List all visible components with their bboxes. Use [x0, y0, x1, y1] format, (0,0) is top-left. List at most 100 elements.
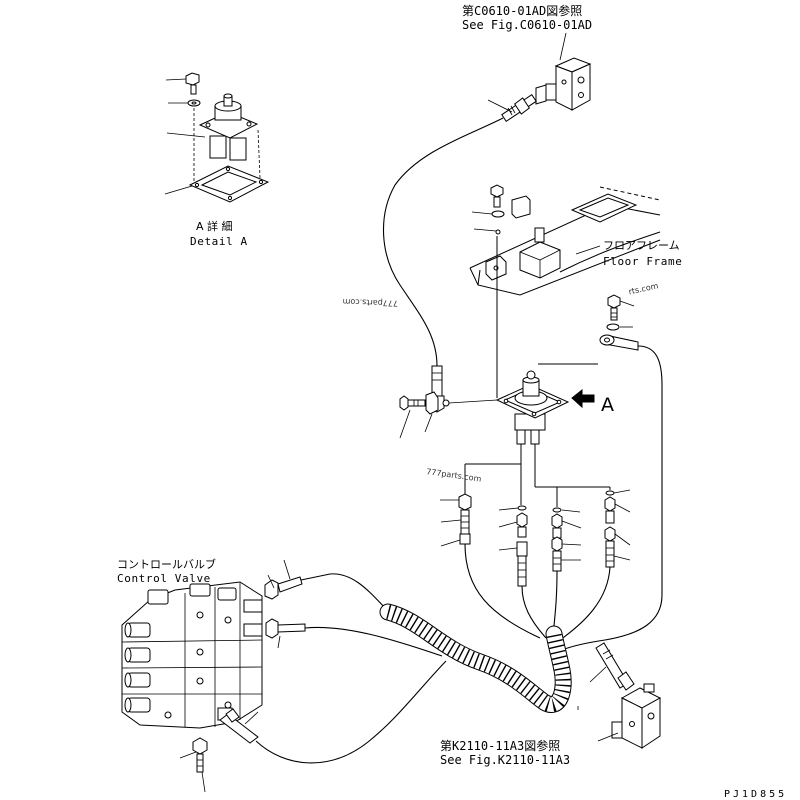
fitting-leader	[561, 520, 582, 529]
fitting-body	[517, 526, 527, 538]
pedal-bracket	[425, 391, 439, 415]
control-valve-fitting-4	[179, 737, 208, 793]
floor-frame-bolt-shank	[493, 196, 501, 208]
o-ring	[605, 490, 615, 496]
reference-bottom-leader	[597, 732, 619, 742]
fitting-nut	[192, 737, 208, 755]
watermark: 777parts.com	[342, 297, 398, 308]
fitting-leader	[267, 574, 275, 589]
detail-a-leader	[166, 132, 206, 138]
floor-frame-label-jp: フロアフレーム	[603, 239, 680, 252]
detail-a-port-block	[209, 135, 227, 159]
control-valve-hose-1	[300, 573, 391, 614]
valve-adapter	[611, 721, 623, 739]
top-valve-front-face	[555, 65, 573, 111]
control-valve-top-cap	[217, 587, 237, 601]
detail-a-bolt-shank	[190, 84, 197, 95]
hose-end-leader	[589, 666, 607, 683]
fitting-leader	[440, 519, 462, 523]
floor-frame: フロアフレーム Floor Frame	[469, 184, 682, 296]
pedal-bracket-leader	[424, 413, 433, 433]
floor-frame-hole	[495, 229, 501, 235]
fitting-leader	[498, 547, 518, 551]
floor-frame-contour	[559, 231, 661, 273]
valve-adapter	[643, 683, 655, 693]
right-hose	[561, 345, 663, 651]
fitting-crimp-line	[507, 107, 513, 116]
view-a-marker: A	[571, 388, 614, 416]
valve-port	[647, 712, 655, 720]
pedal-bolt-shank	[407, 399, 426, 407]
control-valve-label-jp: コントロールバルブ	[117, 557, 216, 571]
control-valve-top-cap	[147, 589, 169, 605]
fitting-nut	[225, 708, 240, 723]
fitting-tube	[277, 623, 306, 633]
pin-ring	[442, 399, 450, 407]
floor-frame-label-en: Floor Frame	[603, 255, 682, 268]
fitting-body	[605, 510, 615, 524]
control-valve-top-cap	[189, 583, 211, 597]
banjo-leader	[619, 300, 635, 307]
control-valve-spool-end	[124, 697, 132, 713]
control-valve-section-line	[121, 666, 263, 669]
fitting-body	[196, 753, 204, 773]
detail-a-center-line	[257, 129, 261, 179]
fitting-leader	[614, 503, 631, 513]
top-valve-side-face	[571, 63, 591, 111]
fitting-nut	[264, 579, 279, 600]
floor-frame-corner	[477, 269, 481, 286]
drawing-number: PJ1D855	[724, 789, 787, 800]
valve-side-face	[641, 697, 661, 749]
hose-nut	[604, 526, 616, 542]
top-valve-port	[578, 92, 584, 98]
fitting-leader	[244, 711, 259, 725]
floor-frame-label-leader	[575, 245, 601, 255]
floor-frame-bottom-edge	[469, 239, 661, 296]
pedal-valve-flange-hole	[531, 411, 537, 417]
fitting-elbow	[277, 576, 303, 593]
control-valve: コントロールバルブ Control Valve	[117, 557, 263, 729]
top-hose-leader	[487, 99, 513, 113]
fitting-leader	[613, 489, 631, 494]
reference-top: 第C0610-01AD図参照 See Fig.C0610-01AD	[462, 3, 592, 61]
floor-frame-opening-inner	[578, 197, 630, 218]
control-valve-spool-end	[124, 622, 132, 638]
detail-a-title-en: Detail A	[190, 235, 248, 248]
hose-fitting	[552, 550, 562, 572]
floor-frame-back-edge	[599, 186, 661, 201]
hose-nut	[516, 541, 528, 557]
floor-frame-bracket-edge	[519, 251, 541, 261]
pilot-hose-1	[464, 543, 541, 639]
reference-top-en: See Fig.C0610-01AD	[462, 18, 592, 32]
control-valve-bolt-hole	[196, 677, 204, 685]
floor-frame-stud	[534, 227, 545, 243]
control-valve-bolt-hole	[196, 611, 204, 619]
detail-a-title-jp: A 詳 細	[196, 219, 233, 233]
fitting-nut	[604, 496, 616, 512]
hose-end-nut	[617, 671, 635, 691]
fitting-leader	[440, 539, 461, 547]
control-valve-pilot-port	[243, 599, 263, 613]
fitting-nut	[516, 512, 528, 528]
floor-frame-opening	[570, 193, 638, 223]
control-valve-section-line	[121, 639, 263, 643]
floor-frame-bolt-head	[490, 184, 504, 198]
fitting-set-3	[551, 507, 582, 572]
watermark: rts.com	[628, 281, 660, 296]
floor-frame-leader	[471, 211, 493, 215]
view-a-letter: A	[601, 394, 614, 416]
detail-a-plate-hole	[194, 182, 200, 188]
fitting-leader	[201, 771, 206, 793]
detail-a-plate-hole	[258, 179, 264, 185]
fitting-leader	[277, 635, 281, 649]
spiral-wrap-coils	[385, 604, 571, 712]
banjo-eye-hole	[604, 337, 610, 343]
fitting-nut	[458, 493, 472, 511]
pedal-bolt-leader	[399, 409, 411, 439]
pedal-valve-flange-hole	[556, 399, 562, 405]
hose-fitting	[517, 555, 527, 587]
hose-collar	[459, 533, 471, 545]
pedal-side-bolt	[399, 391, 498, 439]
detail-a-bolt-head	[185, 72, 200, 86]
